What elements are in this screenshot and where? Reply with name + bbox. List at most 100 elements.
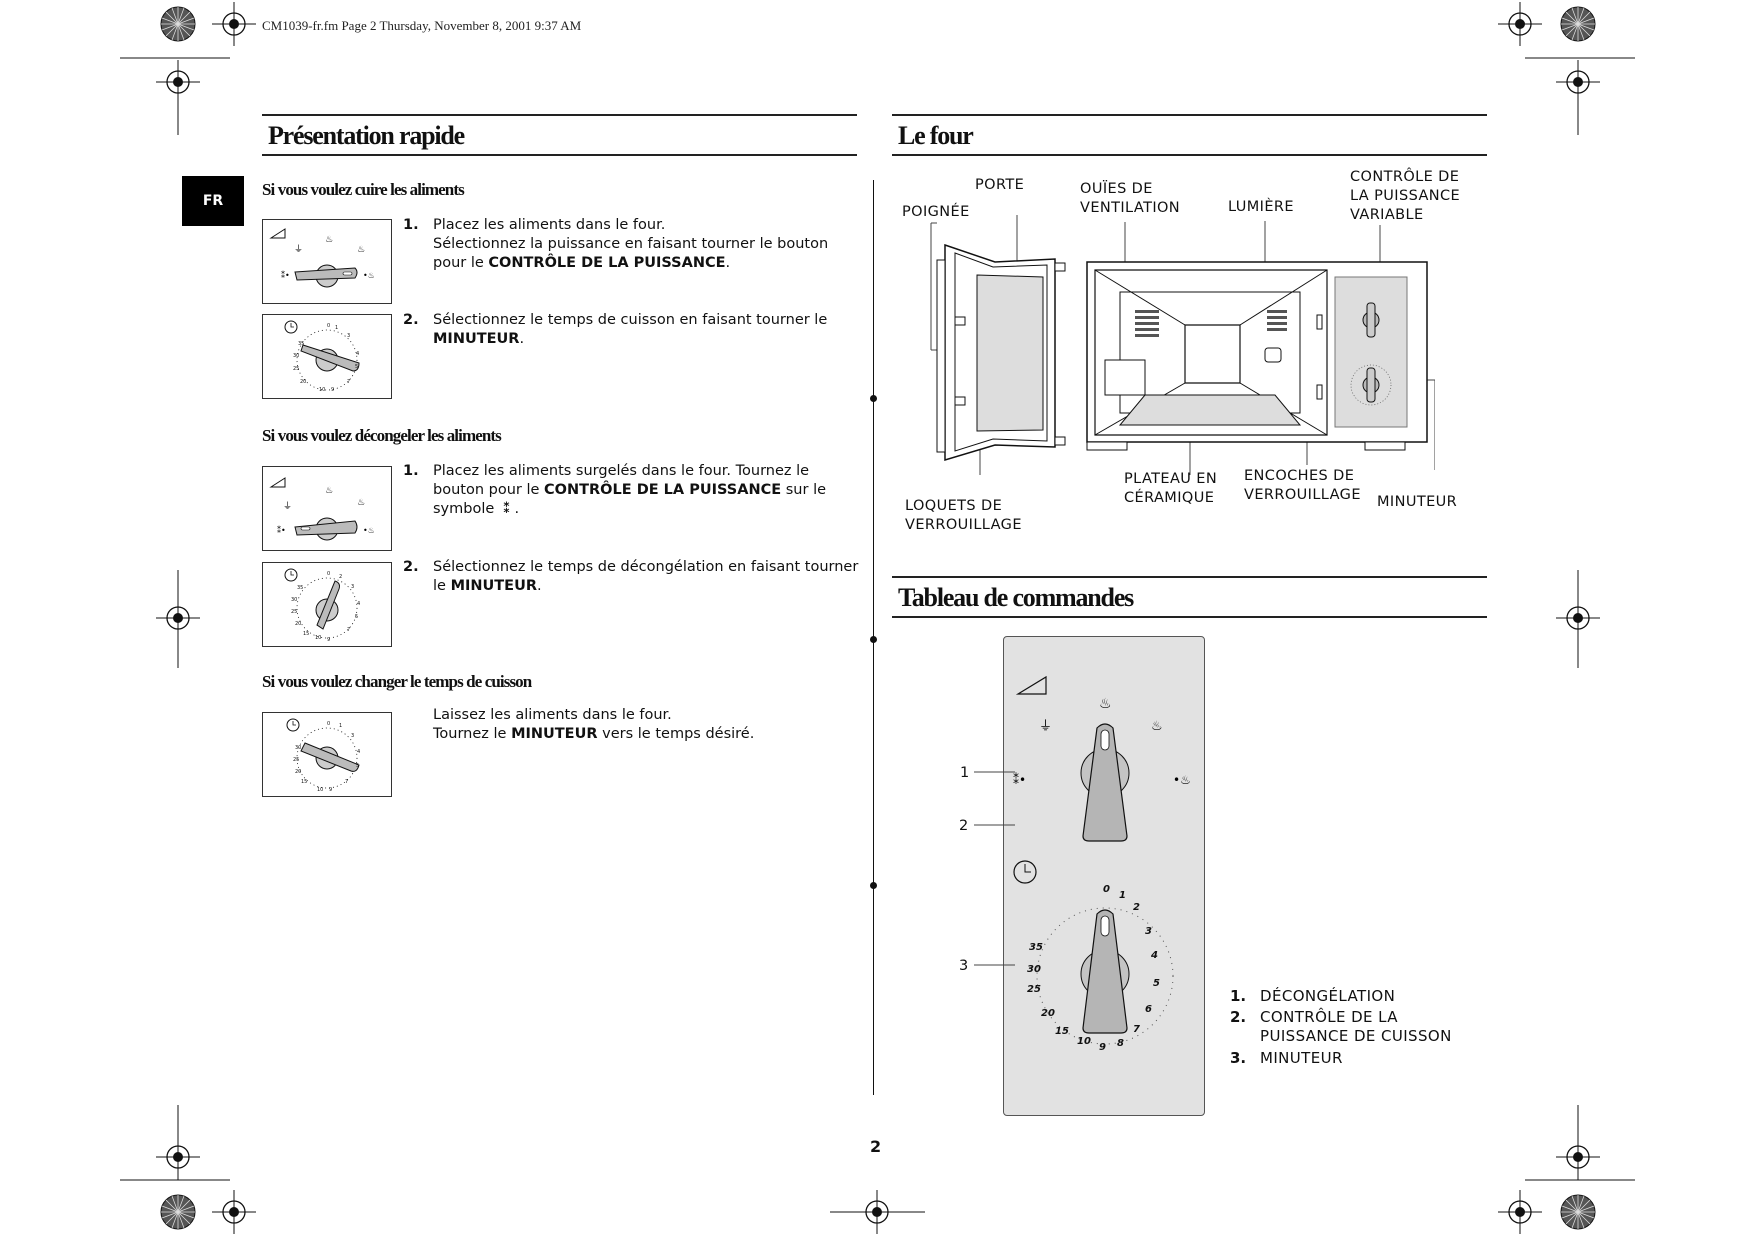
timer-tick-label: 20 [1041,1008,1055,1019]
step-text: Laissez les aliments dans le four. [433,707,672,723]
svg-text:0: 0 [327,721,330,727]
label-loquets-1: LOQUETS DE [905,498,1003,514]
step-emphasis: MINUTEUR [450,578,538,594]
step-number: 1. [403,463,419,479]
svg-text:3: 3 [351,584,354,590]
timer-tick-label: 0 [1103,884,1110,895]
timer-tick-label: 4 [1150,950,1158,961]
svg-text:5: 5 [355,614,358,620]
step-number: 2. [403,312,419,328]
svg-text:7: 7 [347,627,350,633]
label-loquets-2: VERROUILLAGE [905,517,1022,533]
section-title-oven: Le four [892,114,1487,156]
step-text: Placez les aliments surgelés dans le fou… [433,463,810,498]
svg-text:⏚: ⏚ [283,501,292,512]
svg-text:7: 7 [345,779,348,785]
svg-text:⁑•: ⁑• [277,524,286,535]
subtitle-change-time: Si vous voulez changer le temps de cuiss… [262,672,532,691]
legend-number: 2. [1230,1008,1247,1026]
svg-text:3: 3 [347,333,350,339]
svg-text:1: 1 [339,723,342,729]
panel-callout-lines [974,771,1015,966]
svg-text:5: 5 [356,763,359,769]
svg-text:4: 4 [357,601,360,607]
svg-text:15: 15 [303,631,309,637]
step-text: sur le symbole [433,482,827,517]
divider-dot [870,882,877,889]
language-tab: FR [182,176,244,226]
svg-text:25: 25 [291,609,297,615]
step-text: Placez les aliments dans le four. [433,217,666,233]
section-title-panel: Tableau de commandes [892,576,1487,618]
change-time-text: Laissez les aliments dans le four. Tourn… [433,706,853,744]
callout-3: 3 [959,958,969,974]
svg-text:♨: ♨ [325,486,333,496]
svg-text:35: 35 [297,585,303,591]
svg-text:♨: ♨ [357,245,365,255]
legend-number: 1. [1230,987,1247,1005]
label-controle-3: VARIABLE [1350,207,1424,223]
label-porte: PORTE [975,177,1025,193]
svg-text:1: 1 [335,325,338,331]
step-number: 2. [403,559,419,575]
svg-text:15: 15 [301,779,307,785]
step-emphasis: MINUTEUR [511,726,598,742]
svg-text:♨: ♨ [1099,696,1112,712]
oven-illustration [930,215,1435,475]
step-emphasis: CONTRÔLE DE LA PUISSANCE [488,255,726,271]
defrost-symbol-icon: ⁑ [502,501,511,517]
legend-item-3: 3. MINUTEUR [1230,1049,1490,1069]
svg-text:♨: ♨ [357,498,365,508]
svg-text:0: 0 [327,323,330,329]
svg-text:20: 20 [300,379,306,385]
svg-text:20: 20 [295,621,301,627]
label-ouies-2: VENTILATION [1080,200,1181,216]
subtitle-cook: Si vous voulez cuire les aliments [262,180,465,199]
label-encoches-2: VERROUILLAGE [1244,487,1361,503]
legend-text: MINUTEUR [1260,1049,1343,1067]
svg-text:9: 9 [327,637,330,643]
timer-tick-label: 5 [1153,978,1160,989]
svg-text:♨: ♨ [1151,719,1163,734]
subtitle-defrost: Si vous voulez décongeler les aliments [262,426,502,445]
svg-text:30: 30 [293,353,299,359]
timer-tick-label: 3 [1145,926,1152,937]
step-text: . [537,578,542,594]
step-text: . [514,501,520,517]
svg-text:20: 20 [295,769,301,775]
timer-tick-label: 10 [1077,1036,1091,1047]
step-text: Sélectionnez le temps de cuisson en fais… [433,312,828,328]
legend-number: 3. [1230,1049,1247,1067]
timer-tick-label: 15 [1055,1026,1069,1037]
svg-text:4: 4 [356,351,359,357]
legend-text: PUISSANCE DE CUISSON [1260,1027,1452,1045]
section-title-presentation: Présentation rapide [262,114,857,156]
divider-dot [870,636,877,643]
svg-text:3: 3 [351,733,354,739]
label-ouies-1: OUÏES DE [1080,181,1153,197]
label-poignee: POIGNÉE [902,204,970,220]
step-text: vers le temps désiré. [597,726,755,742]
timer-tick-label: 9 [1099,1042,1106,1053]
svg-text:35: 35 [298,341,304,347]
svg-text:9: 9 [329,787,332,793]
step-text: Tournez le [433,726,512,742]
svg-text:♨: ♨ [325,235,333,245]
timer-tick-label: 35 [1029,942,1043,953]
callout-1: 1 [960,765,970,781]
power-dial-defrost-illustration: ⏚ ♨ ♨ ⁑• •♨ [262,466,392,551]
label-plateau-2: CÉRAMIQUE [1124,490,1215,506]
step-emphasis: MINUTEUR [433,331,520,347]
svg-text:10: 10 [317,787,323,793]
legend-item-2: 2. CONTRÔLE DE LA PUISSANCE DE CUISSON [1230,1008,1490,1048]
legend-item-1: 1. DÉCONGÉLATION [1230,987,1490,1007]
timer-tick-label: 2 [1133,902,1140,913]
svg-text:⁑•: ⁑• [1013,772,1026,787]
svg-text:10: 10 [319,387,325,393]
divider-dot [870,395,877,402]
svg-text:30: 30 [295,745,301,751]
